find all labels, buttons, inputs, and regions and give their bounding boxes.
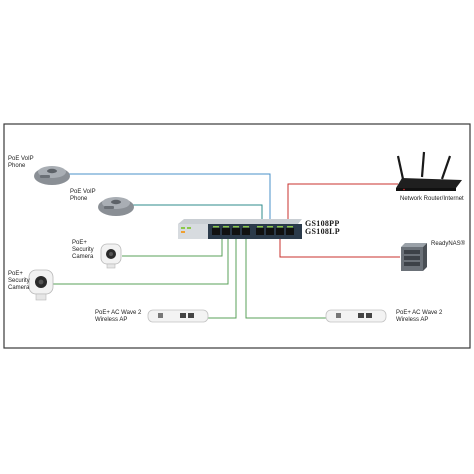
diagram-frame xyxy=(3,123,471,349)
access-point-right-icon xyxy=(325,309,387,323)
switch-ports xyxy=(212,226,294,235)
access-point-left-icon xyxy=(147,309,209,323)
router-label: Network Router/Internet xyxy=(400,196,464,202)
router-icon xyxy=(396,151,462,191)
ap-right-label: PoE+ AC Wave 2 Wireless AP xyxy=(396,310,443,323)
cable-nas xyxy=(279,238,400,258)
cable-ap-left xyxy=(208,238,237,319)
camera-2-label: PoE+ Security Camera xyxy=(8,271,30,291)
voip-phone-2-label: PoE VoIP Phone xyxy=(70,189,96,202)
poe-switch-icon xyxy=(178,219,302,239)
readynas-icon xyxy=(401,243,427,271)
cable-ap-right xyxy=(245,238,328,319)
security-camera-2-icon xyxy=(28,269,54,301)
cable-router xyxy=(287,183,398,226)
nas-label: ReadyNAS® xyxy=(431,241,466,247)
switch-model-label: GS108PP GS108LP xyxy=(305,219,340,236)
voip-phone-1-icon xyxy=(34,166,70,185)
cable-camera-2 xyxy=(52,238,229,285)
voip-phone-2-icon xyxy=(98,197,134,216)
security-camera-1-icon xyxy=(100,243,122,269)
cable-phone-1 xyxy=(67,173,271,226)
camera-1-label: PoE+ Security Camera xyxy=(72,240,94,260)
cable-camera-1 xyxy=(122,238,223,257)
voip-phone-1-label: PoE VoIP Phone xyxy=(8,156,34,169)
ap-left-label: PoE+ AC Wave 2 Wireless AP xyxy=(95,310,142,323)
